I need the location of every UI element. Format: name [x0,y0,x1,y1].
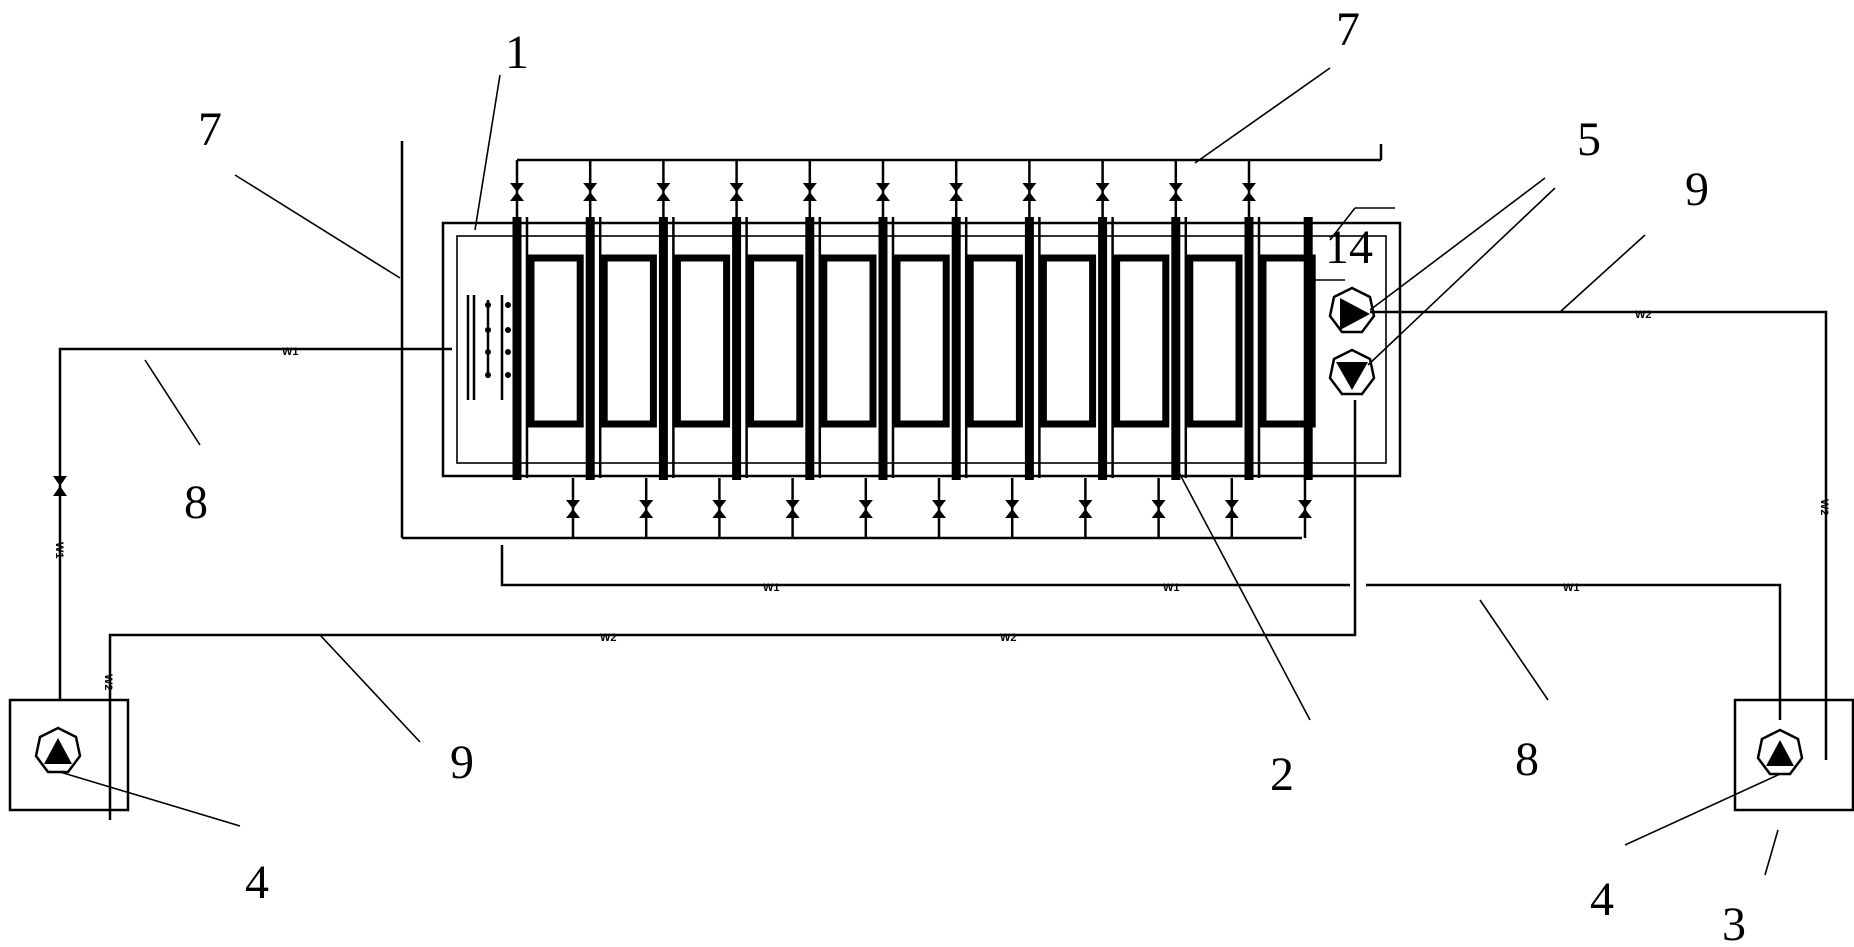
line-tag: W2 [1818,499,1830,516]
label-4-left: 4 [245,856,269,909]
inlet-manifold [466,295,511,400]
valve-icon [949,183,964,192]
valve-icon [1224,500,1239,509]
valve-icon [802,192,817,201]
chamber [893,254,950,428]
pump-icon [34,726,82,774]
valve-icon [639,509,654,518]
valve-icon [566,500,580,509]
label-3: 3 [1722,898,1746,947]
pump-icon [1756,728,1804,776]
valve-icon [583,183,598,192]
chamber [1186,254,1243,428]
label-4-right: 4 [1590,873,1614,926]
label-8-right: 8 [1515,733,1539,786]
valve-icon [656,192,671,201]
membrane-chamber-stack [512,217,1316,480]
label-7-left: 7 [198,103,222,156]
valve-icon [1224,509,1239,518]
valve-icon [1022,192,1037,201]
w2-bottom-line [108,400,1357,820]
chamber [820,254,877,428]
label-9-left: 9 [450,736,474,789]
line-tag: W1 [1163,582,1180,594]
valve-icon [932,509,946,518]
valve-icon [583,192,598,201]
valve-icon [1095,192,1110,201]
label-5: 5 [1577,113,1601,166]
left-tank [8,698,130,812]
valve-icon [510,192,524,201]
line-tag: W2 [1000,632,1017,644]
valve-icon [566,509,580,518]
line-tag: W1 [53,542,65,559]
valve-icon [1078,500,1093,509]
w1-bottom-line [500,545,1782,720]
label-8-left: 8 [184,476,208,529]
bottom-header-pipe [400,141,1302,540]
valve-icon [729,183,744,192]
valve-icon [1168,192,1183,201]
valve-icon [785,509,800,518]
valve-icon [858,500,873,509]
valve-icon [729,192,744,201]
label-9-right: 9 [1685,163,1709,216]
leader-lines [59,67,1781,876]
valve-icon [1298,500,1312,509]
chamber [1113,254,1170,428]
valve-icon [510,183,524,192]
valve-icon [1151,509,1166,518]
valve-icon [1005,500,1020,509]
pump-icon [1328,286,1376,334]
line-tag: W1 [282,346,299,358]
chamber [527,254,584,428]
valve-icon [656,183,671,192]
line-tag: W2 [600,632,617,644]
tank-inner [456,235,1387,464]
line-tag: W1 [763,582,780,594]
valve-icon [712,500,727,509]
right-tank [1733,698,1854,812]
valve-icon [639,500,654,509]
chamber [673,254,731,428]
valve-icon [712,509,727,518]
valve-icon [932,500,946,509]
valve-icon [876,183,890,192]
chamber [966,254,1023,428]
valve-icon [1151,500,1166,509]
valve-icon [949,192,964,201]
valve-icon [1095,183,1110,192]
label-1: 1 [505,26,529,79]
label-7-top: 7 [1336,3,1360,56]
valve-icon [802,183,817,192]
chamber [1039,254,1097,428]
chamber [747,254,804,428]
line-tag: W1 [1563,582,1580,594]
valve-icon [858,509,873,518]
valve-icon [1298,509,1312,518]
top-header-pipe [517,144,1383,162]
valve-icon [785,500,800,509]
valve-icon [876,192,890,201]
valve-icon [1078,509,1093,518]
w1-left-line [53,347,452,700]
valve-icon [1168,183,1183,192]
line-tag: W2 [1635,309,1652,321]
w2-right-line [1370,310,1828,760]
label-2: 2 [1270,748,1294,801]
valve-icon [1022,183,1037,192]
valve-row [510,160,1312,538]
valve-icon [1005,509,1020,518]
valve-icon [1242,183,1256,192]
label-14: 14 [1325,221,1373,274]
pump-icon [1328,348,1376,396]
chamber [600,254,657,428]
line-tag: W2 [102,674,114,691]
valve-icon [1242,192,1256,201]
